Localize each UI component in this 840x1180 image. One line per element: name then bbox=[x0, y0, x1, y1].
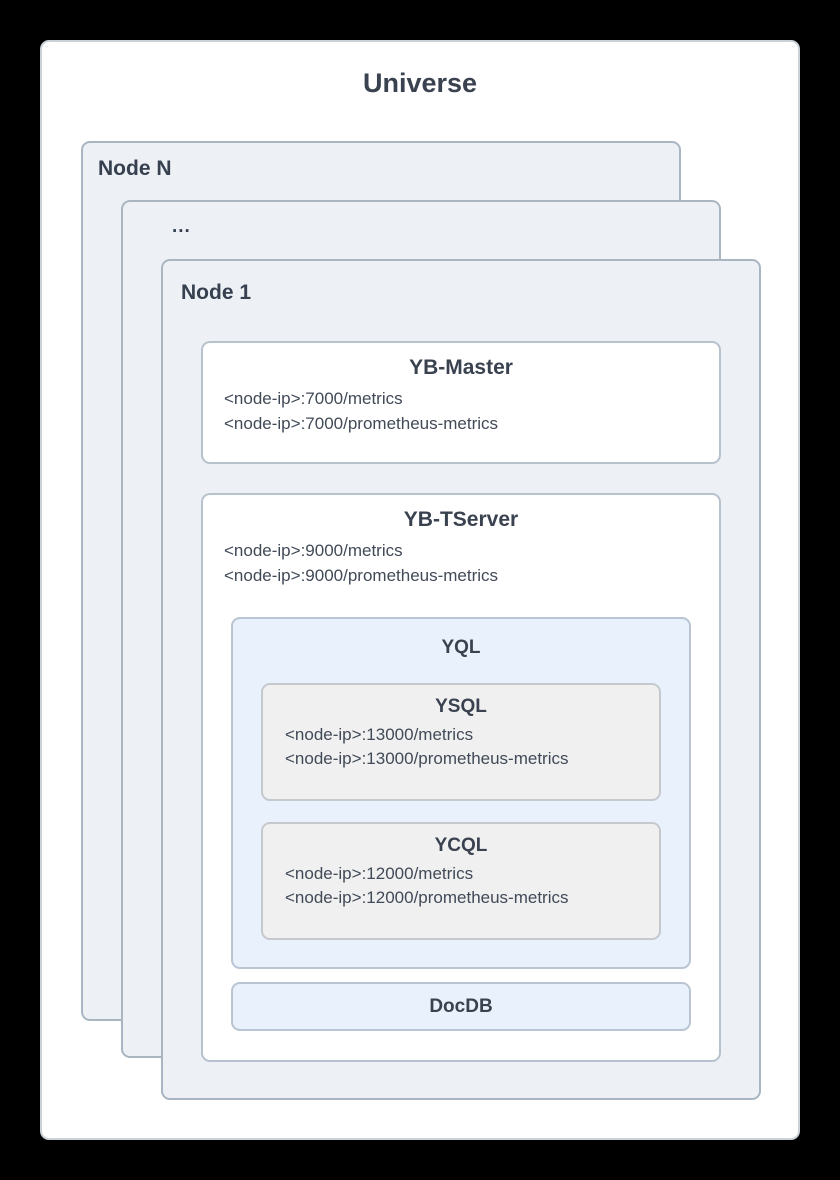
universe-card: Universe Node N ... Node 1 YB-Master <no… bbox=[40, 40, 800, 1140]
node-box-n: Node N ... Node 1 YB-Master <node-ip>:70… bbox=[81, 141, 761, 1100]
yql-box: YQL YSQL <node-ip>:13000/metrics <node-i… bbox=[231, 617, 691, 969]
ycql-box: YCQL <node-ip>:12000/metrics <node-ip>:1… bbox=[261, 822, 661, 940]
node-box-ellipsis: ... Node 1 YB-Master <node-ip>:7000/metr… bbox=[121, 200, 761, 1100]
endpoint-url: <node-ip>:9000/prometheus-metrics bbox=[224, 566, 499, 585]
node-n-label: Node N bbox=[98, 157, 172, 180]
endpoint-url: <node-ip>:7000/prometheus-metrics bbox=[224, 414, 499, 433]
endpoint-url: <node-ip>:13000/metrics bbox=[285, 725, 474, 744]
page-title: Universe bbox=[362, 68, 478, 98]
endpoint-url: <node-ip>:9000/metrics bbox=[224, 541, 403, 560]
yb-tserver-endpoints: <node-ip>:9000/metrics <node-ip>:9000/pr… bbox=[203, 532, 719, 588]
node-box-1: Node 1 YB-Master <node-ip>:7000/metrics … bbox=[161, 259, 761, 1100]
ycql-title: YCQL bbox=[434, 835, 488, 856]
docdb-box: DocDB bbox=[231, 982, 691, 1031]
ysql-box: YSQL <node-ip>:13000/metrics <node-ip>:1… bbox=[261, 683, 661, 801]
node-1-label: Node 1 bbox=[181, 281, 252, 304]
endpoint-url: <node-ip>:12000/metrics bbox=[285, 864, 474, 883]
endpoint-url: <node-ip>:12000/prometheus-metrics bbox=[285, 888, 569, 907]
node-ellipsis-label: ... bbox=[172, 216, 191, 237]
yb-master-endpoints: <node-ip>:7000/metrics <node-ip>:7000/pr… bbox=[203, 380, 719, 436]
endpoint-url: <node-ip>:7000/metrics bbox=[224, 389, 403, 408]
yb-master-box: YB-Master <node-ip>:7000/metrics <node-i… bbox=[201, 341, 721, 464]
yb-tserver-title: YB-TServer bbox=[403, 508, 519, 531]
yb-tserver-box: YB-TServer <node-ip>:9000/metrics <node-… bbox=[201, 493, 721, 1062]
ycql-endpoints: <node-ip>:12000/metrics <node-ip>:12000/… bbox=[263, 857, 659, 910]
yql-title: YQL bbox=[441, 637, 481, 658]
ysql-endpoints: <node-ip>:13000/metrics <node-ip>:13000/… bbox=[263, 718, 659, 771]
yb-master-title: YB-Master bbox=[409, 356, 513, 379]
ysql-title: YSQL bbox=[435, 696, 487, 717]
endpoint-url: <node-ip>:13000/prometheus-metrics bbox=[285, 749, 569, 768]
